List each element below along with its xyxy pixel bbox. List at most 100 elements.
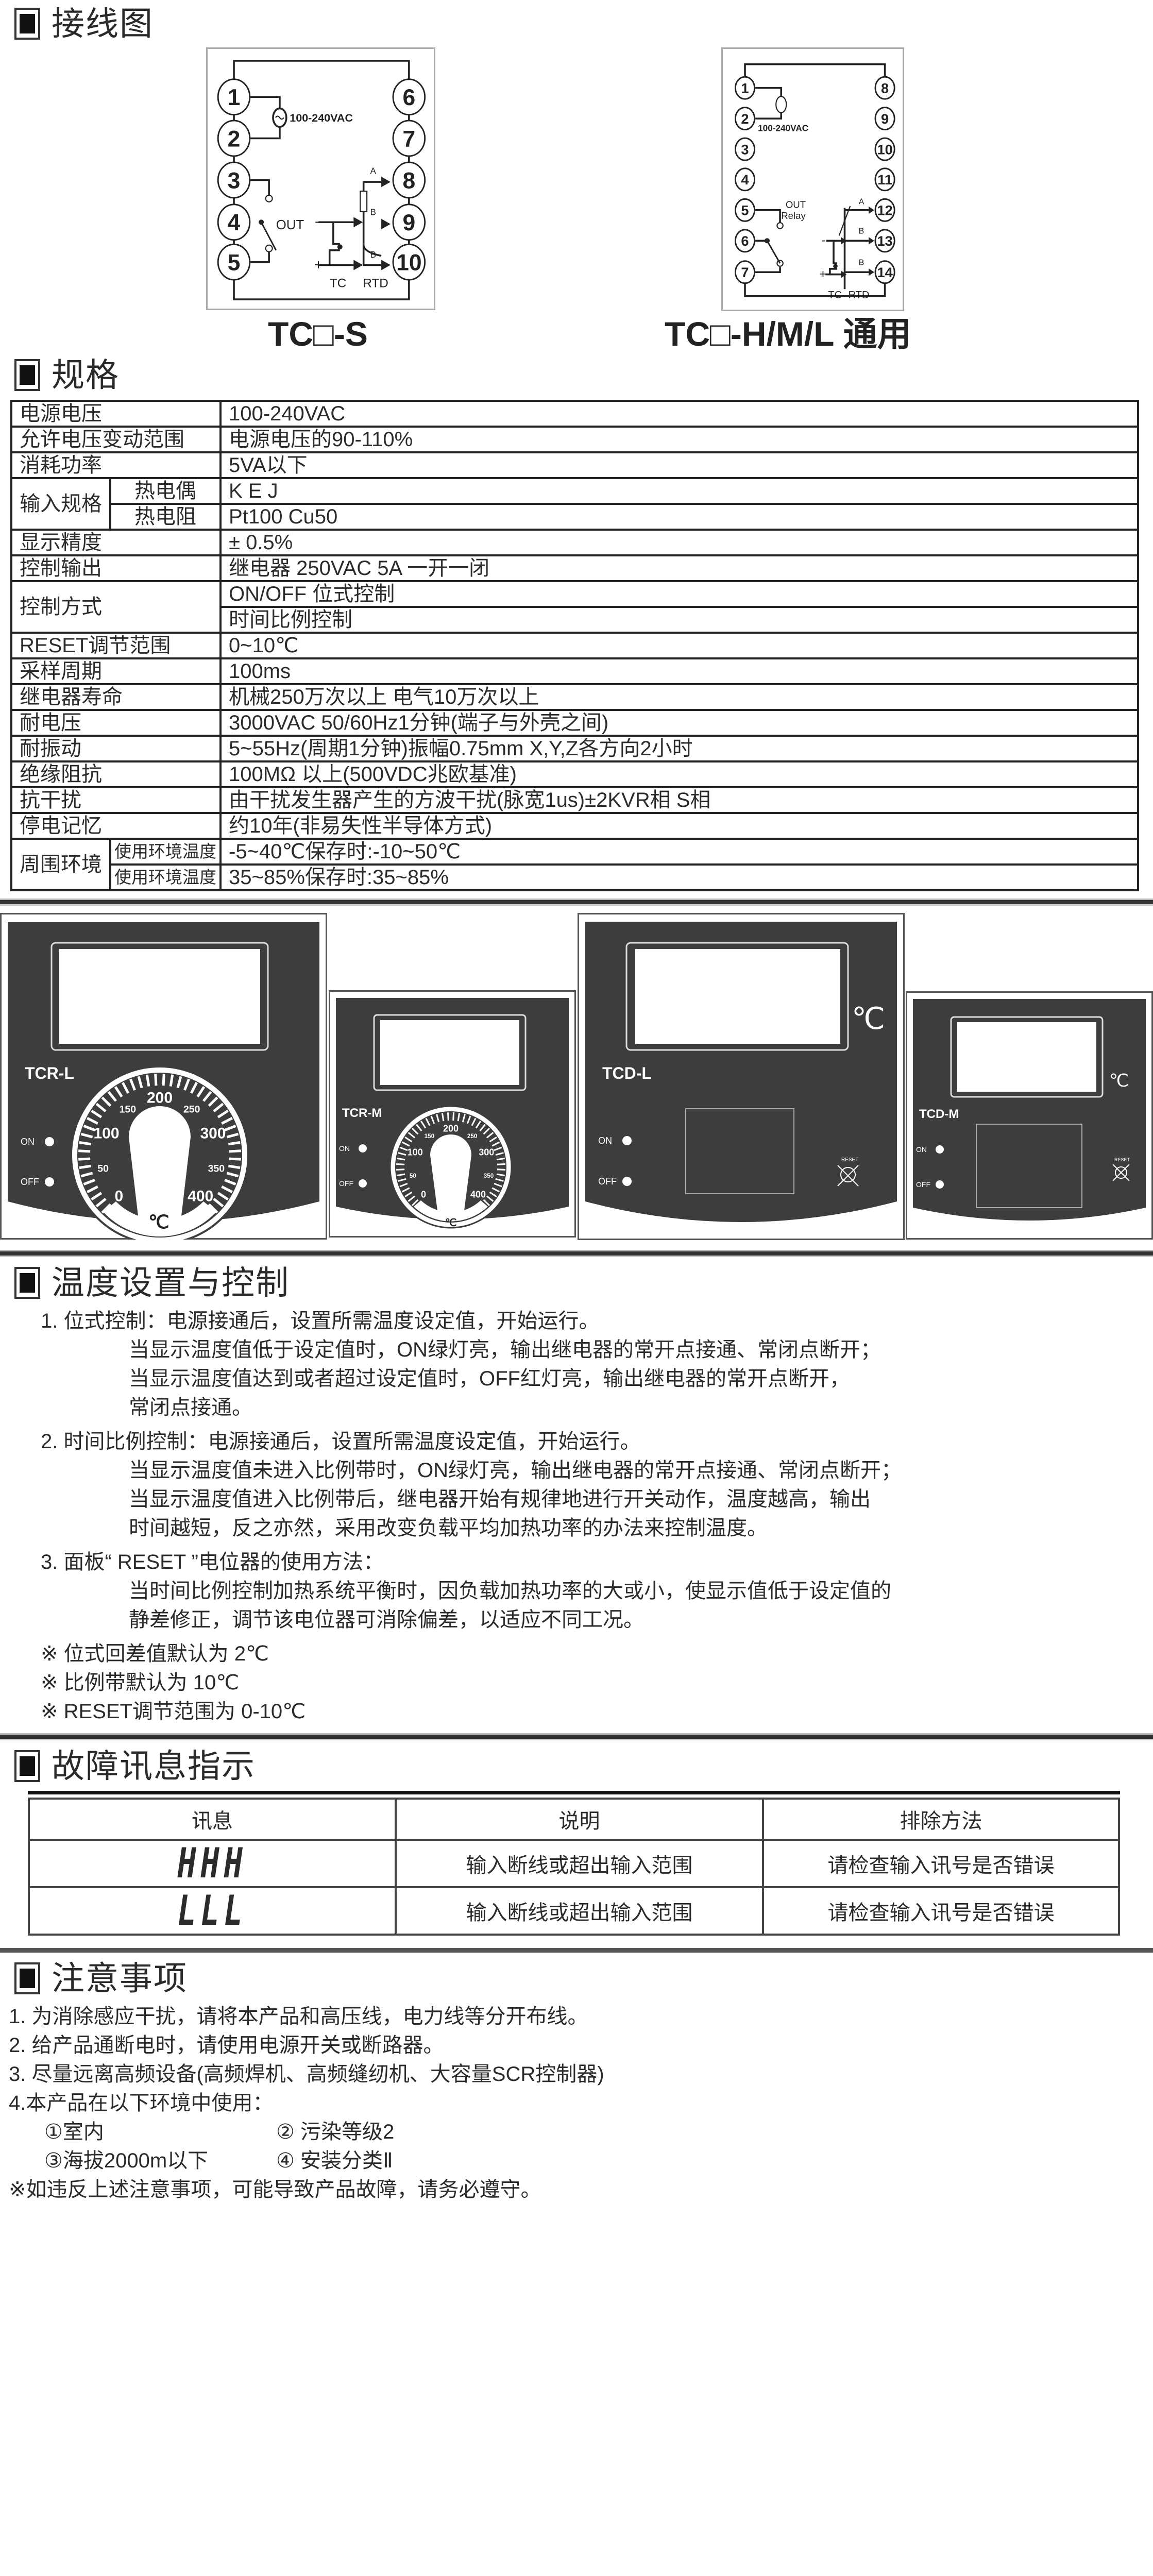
relay-label: Relay (781, 210, 806, 221)
off-label: OFF (339, 1179, 353, 1188)
terminal-number: 11 (877, 172, 892, 188)
control-item-line: 常闭点接通。 (129, 1396, 252, 1419)
dial-tick (208, 1096, 218, 1107)
control-item-title: 1. 位式控制：电源接通后，设置所需温度设定值，开始运行。 (41, 1310, 600, 1332)
terminal-b2-label: B (859, 259, 864, 267)
off-indicator-led (45, 1177, 54, 1187)
terminal-number: 5 (228, 250, 241, 276)
terminal-number: 4 (228, 210, 241, 235)
dial-tick (226, 1132, 239, 1139)
on-indicator-led (45, 1137, 54, 1146)
dial-label: 100 (93, 1125, 119, 1142)
dial-tick (80, 1172, 93, 1178)
control-item-line: 静差修正，调节该电位器可消除偏差，以适应不同工况。 (129, 1608, 644, 1631)
terminal-number: 9 (881, 111, 889, 127)
terminal-number: 2 (741, 111, 749, 127)
dial-tick (101, 1096, 112, 1107)
error-table: 讯息 说明 排除方法 HHH 输入断线或超出输入范围 请检查输入讯号是否错误 L… (28, 1798, 1120, 1936)
dial-tick (436, 1114, 440, 1123)
reset-knob-icon[interactable] (1112, 1164, 1130, 1181)
terminal-number: 10 (877, 141, 892, 157)
reset-knob-icon[interactable] (837, 1165, 859, 1187)
off-label: OFF (598, 1176, 617, 1187)
terminal-circle (392, 243, 426, 281)
table-row: 抗干扰由干扰发生器产生的方波干扰(脉宽1us)±2KVR相 S相 (10, 786, 1139, 814)
dial-tick (483, 1127, 490, 1135)
terminal-circle (874, 198, 895, 222)
dial-tick (491, 1141, 500, 1147)
dial-tick (183, 1078, 190, 1091)
dial-tick (213, 1198, 224, 1208)
dial-tick (87, 1117, 98, 1125)
dial-label: 150 (425, 1133, 435, 1140)
plus-label: + (314, 257, 323, 274)
control-note: ※ 比例带默认为 10℃ (41, 1671, 240, 1694)
table-row: 显示精度± 0.5% (10, 529, 1139, 556)
terminal-number: 5 (741, 202, 749, 218)
env-item: ② 污染等级2 (276, 2121, 395, 2143)
dial-tick (217, 1109, 229, 1118)
dial-label: 0 (114, 1188, 123, 1205)
out-label: OUT (786, 199, 806, 210)
dial-tick (202, 1091, 212, 1102)
wiring-caption-hml: TC□-H/M/L 通用 (665, 315, 911, 353)
terminal-circle (217, 243, 251, 281)
dial-tick (83, 1179, 95, 1185)
env-row: ③海拔2000m以下 ④ 安装分类Ⅱ (0, 2146, 1153, 2175)
dial-tick (169, 1074, 174, 1087)
wiring-heading: 接线图 (14, 5, 1153, 42)
dial-tick (452, 1112, 455, 1121)
dial-tick (475, 1121, 481, 1129)
minus-label: - (315, 213, 320, 230)
table-row: 停电记忆约10年(非易失性半导体方式) (10, 812, 1139, 840)
dial-tick (408, 1132, 416, 1139)
unit-label: ℃ (445, 1217, 456, 1229)
dial-tick (466, 1115, 471, 1124)
tc-label: TC (828, 290, 842, 301)
error-code: HHH (177, 1839, 247, 1887)
dial-tick (483, 1199, 490, 1207)
terminal-number: 7 (741, 264, 749, 280)
dial-tick (404, 1191, 413, 1197)
control-item-line: 当时间比例控制加热系统平衡时，因负载加热功率的大或小，使显示值低于设定值的 (129, 1580, 891, 1602)
note-item: 2. 给产品通断电时，请使用电源开关或断路器。 (9, 2034, 444, 2057)
panel-tcd-m: ℃ TCD-M ON OFF RESET (906, 991, 1153, 1242)
dial-tick (397, 1157, 405, 1161)
error-table-top-rule (28, 1791, 1120, 1794)
terminal-number: 13 (877, 233, 892, 249)
model-label: TCR-M (342, 1106, 382, 1120)
dial-tick (416, 1124, 422, 1132)
on-label: ON (21, 1137, 35, 1147)
control-note: ※ RESET调节范围为 0-10℃ (41, 1700, 306, 1723)
on-indicator-led (359, 1144, 367, 1153)
dial-tick (420, 1121, 427, 1129)
dial-tick (479, 1124, 486, 1132)
model-label: TCD-L (602, 1064, 652, 1082)
dial-tick (224, 1179, 236, 1185)
dial-tick (494, 1146, 502, 1151)
rtd-label: RTD (363, 276, 388, 290)
dial-label: 100 (408, 1147, 423, 1158)
terminal-circle (874, 260, 895, 284)
table-row: 周围环境使用环境温度-5~40℃保存时:-10~50℃ (10, 838, 1139, 891)
wiring-caption-s: TC□-S (268, 315, 368, 353)
table-row: 控制输出继电器 250VAC 5A 一开一闭 (10, 554, 1139, 582)
terminal-number: 10 (396, 250, 421, 276)
terminal-circle (392, 78, 426, 116)
dial-tick (462, 1114, 466, 1123)
off-indicator-led (359, 1179, 367, 1188)
terminal-number: 12 (877, 202, 892, 218)
dial-tick (398, 1178, 406, 1182)
terminal-circle (734, 76, 756, 100)
dial-tick (95, 1103, 107, 1112)
dial-label: 0 (421, 1189, 426, 1199)
